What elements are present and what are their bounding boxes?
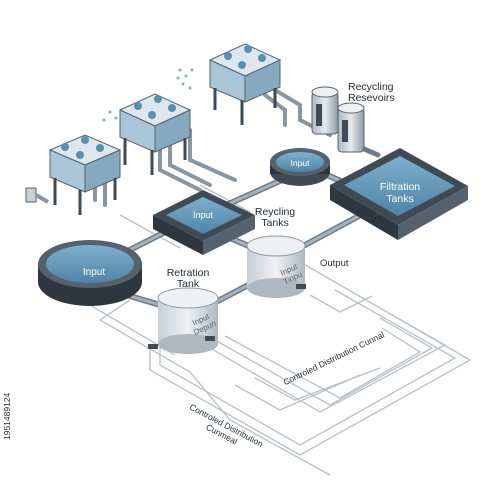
cooling-module-left — [48, 134, 122, 215]
input-basin-top — [270, 148, 330, 186]
reservoir-canister-icon — [311, 86, 365, 153]
label-input-top: Input — [291, 158, 311, 168]
valve-icon — [25, 187, 50, 204]
label-stock-id: 1951489124 — [2, 392, 12, 440]
water-droplets-icon — [102, 68, 194, 122]
label-input-left: Input — [83, 267, 105, 278]
input-basin-left — [38, 240, 142, 306]
retration-tank-cylinder — [148, 287, 219, 354]
filtration-tank — [330, 148, 468, 240]
cylindrical-tank-icon — [246, 235, 306, 298]
label-channel-primary: Controled Distribution Cunnal — [282, 329, 386, 387]
label-output: Output — [320, 258, 349, 269]
distribution-channel-lines — [88, 184, 472, 476]
label-input-middle: Input — [193, 210, 214, 220]
cooling-module-middle — [118, 93, 192, 175]
label-channel-secondary: Controled DistributionCunmeal — [183, 402, 265, 458]
input-basin-middle — [153, 190, 255, 255]
cooling-module-right — [208, 43, 282, 125]
